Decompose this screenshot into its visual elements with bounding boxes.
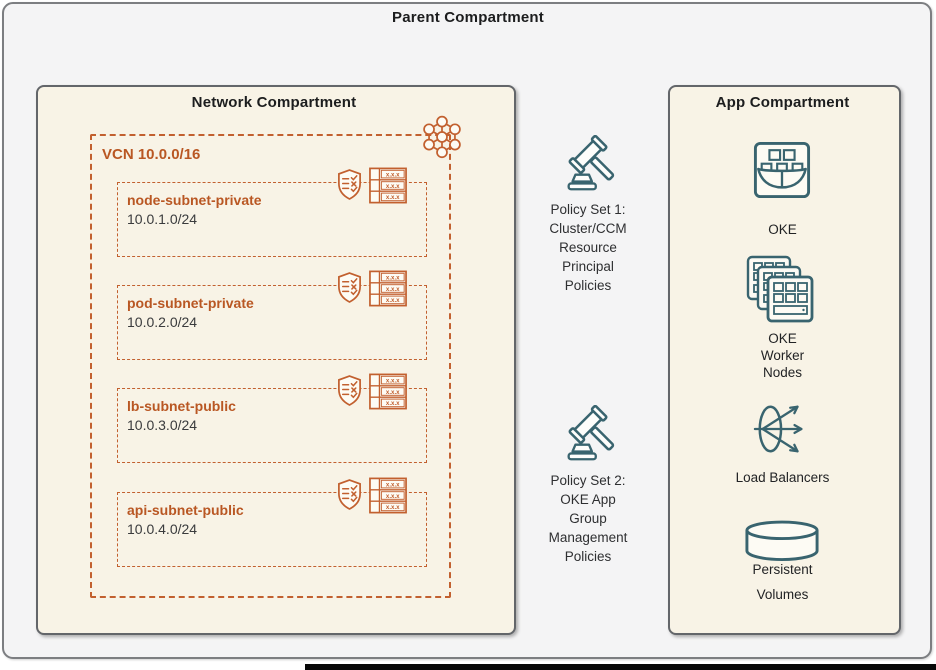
network-compartment-box (36, 85, 516, 635)
subnet-box-lb: lb-subnet-public 10.0.3.0/24 (117, 388, 427, 463)
svg-text:x.x.x: x.x.x (386, 504, 400, 511)
svg-text:x.x.x: x.x.x (386, 183, 400, 190)
worker-nodes-label: OKE Worker Nodes (760, 331, 805, 380)
route-table-icon: x.x.x x.x.x x.x.x (369, 373, 407, 410)
svg-text:x.x.x: x.x.x (386, 493, 400, 500)
vcn-label: VCN 10.0.0/16 (102, 146, 201, 163)
subnet-icons-pod: x.x.x x.x.x x.x.x (336, 270, 407, 307)
subnet-box-pod: pod-subnet-private 10.0.2.0/24 (117, 285, 427, 360)
subnet-icons-api: x.x.x x.x.x x.x.x (336, 477, 407, 514)
app-compartment-title: App Compartment (715, 94, 850, 111)
subnet-cidr: 10.0.2.0/24 (127, 314, 198, 330)
svg-text:x.x.x: x.x.x (386, 274, 400, 281)
subnet-name: pod-subnet-private (127, 295, 254, 311)
network-compartment-title: Network Compartment (191, 94, 357, 111)
vcn-network-icon (423, 115, 461, 159)
subnet-name: api-subnet-public (127, 502, 244, 518)
svg-text:x.x.x: x.x.x (386, 286, 400, 293)
security-list-shield-icon (338, 272, 361, 303)
subnet-cidr: 10.0.4.0/24 (127, 521, 198, 537)
route-table-icon: x.x.x x.x.x x.x.x (369, 167, 407, 204)
subnet-cidr: 10.0.1.0/24 (127, 211, 198, 227)
bottom-edge-strip (305, 664, 936, 670)
subnet-name: lb-subnet-public (127, 398, 236, 414)
subnet-box-api: api-subnet-public 10.0.4.0/24 (117, 492, 427, 567)
oke-container-ship-icon (753, 141, 811, 199)
svg-text:x.x.x: x.x.x (386, 400, 400, 407)
parent-compartment-title: Parent Compartment (392, 9, 544, 26)
svg-text:x.x.x: x.x.x (386, 481, 400, 488)
subnet-name: node-subnet-private (127, 192, 262, 208)
gavel-icon (567, 405, 615, 461)
subnet-box-node: node-subnet-private 10.0.1.0/24 (117, 182, 427, 257)
policy-set-2-label: Policy Set 2: OKE App Group Management P… (548, 473, 628, 564)
persistent-volumes-label: Persistent Volumes (752, 562, 813, 602)
svg-text:x.x.x: x.x.x (386, 171, 400, 178)
subnet-icons-node: x.x.x x.x.x x.x.x (336, 167, 407, 204)
subnet-icons-lb: x.x.x x.x.x x.x.x (336, 373, 407, 410)
policy-set-1-label: Policy Set 1: Cluster/CCM Resource Princ… (549, 202, 627, 293)
route-table-icon: x.x.x x.x.x x.x.x (369, 477, 407, 514)
subnet-cidr: 10.0.3.0/24 (127, 417, 198, 433)
gavel-icon (567, 135, 615, 191)
svg-text:x.x.x: x.x.x (386, 377, 400, 384)
security-list-shield-icon (338, 169, 361, 200)
route-table-icon: x.x.x x.x.x x.x.x (369, 270, 407, 307)
security-list-shield-icon (338, 375, 361, 406)
svg-text:x.x.x: x.x.x (386, 297, 400, 304)
svg-text:x.x.x: x.x.x (386, 194, 400, 201)
oke-label: OKE (768, 222, 797, 237)
load-balancer-icon (753, 405, 803, 453)
worker-nodes-stack-icon (746, 255, 814, 323)
svg-text:x.x.x: x.x.x (386, 389, 400, 396)
security-list-shield-icon (338, 479, 361, 510)
storage-cylinder-icon (745, 520, 819, 561)
vcn-boundary-box (90, 134, 451, 598)
load-balancers-label: Load Balancers (735, 470, 830, 485)
